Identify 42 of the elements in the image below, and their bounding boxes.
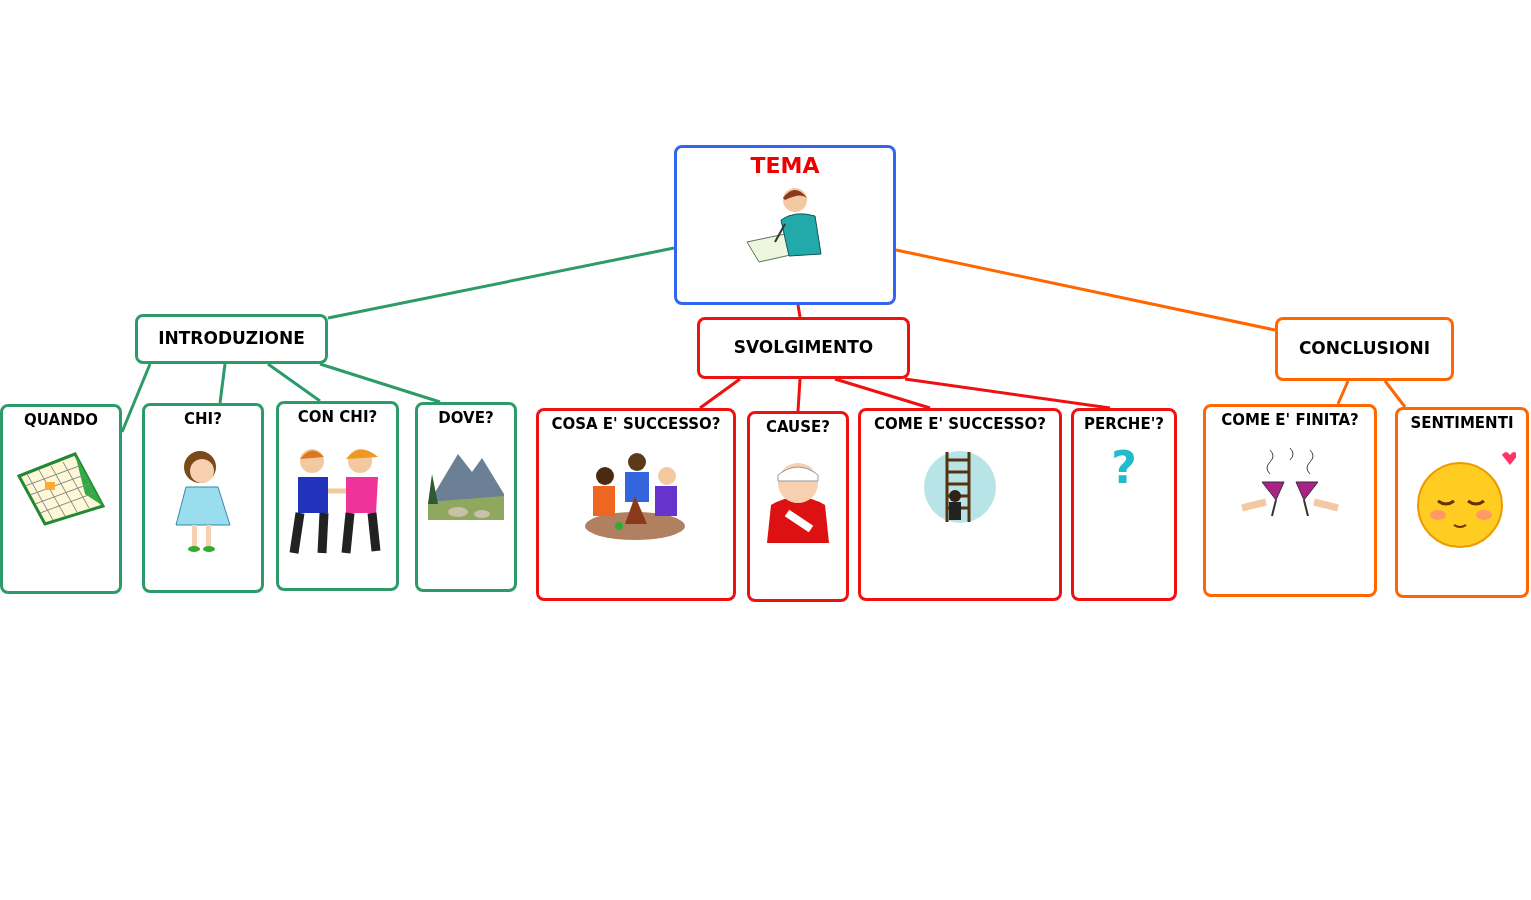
node-title: CONCLUSIONI [1298,338,1431,360]
concept-box [697,317,910,379]
node-title: INTRODUZIONE [158,328,305,350]
connector-line [267,362,321,403]
concept-box [142,403,264,593]
connector-line [895,248,1276,332]
concept-box [536,408,736,601]
concept-box [276,401,399,591]
node-title: COME E' SUCCESSO? [874,415,1046,434]
node-title: PERCHE'? [1084,415,1164,434]
connector-line [834,377,931,410]
connector-line [1383,380,1407,408]
concept-box [674,145,896,305]
connector-line [699,377,741,410]
node-title: SVOLGIMENTO [733,337,874,359]
connector-line [796,304,802,318]
connector-line [904,377,1111,410]
question-mark: ? [1111,445,1137,490]
concept-box [135,314,328,364]
concept-box [1203,404,1377,597]
concept-box [1071,408,1177,601]
connector-line [218,363,227,404]
node-title: CAUSE? [765,418,831,437]
node-title: DOVE? [438,409,494,428]
concept-box [1275,317,1454,381]
node-title: COME E' FINITA? [1221,411,1359,430]
node-title: QUANDO [24,411,98,430]
node-title: CON CHI? [297,408,378,427]
connector-line [120,363,152,433]
connector-line [327,246,675,320]
concept-box [415,402,517,592]
node-title: COSA E' SUCCESSO? [551,415,721,434]
concept-box [1395,407,1529,598]
node-title: CHI? [184,410,222,429]
node-title: TEMA [750,152,820,180]
concept-box [858,408,1062,601]
node-title: SENTIMENTI [1410,414,1514,433]
concept-box [0,404,122,594]
connector-line [319,362,441,404]
connector-line [1336,380,1350,405]
concept-box [747,411,849,602]
connector-line [796,378,802,412]
